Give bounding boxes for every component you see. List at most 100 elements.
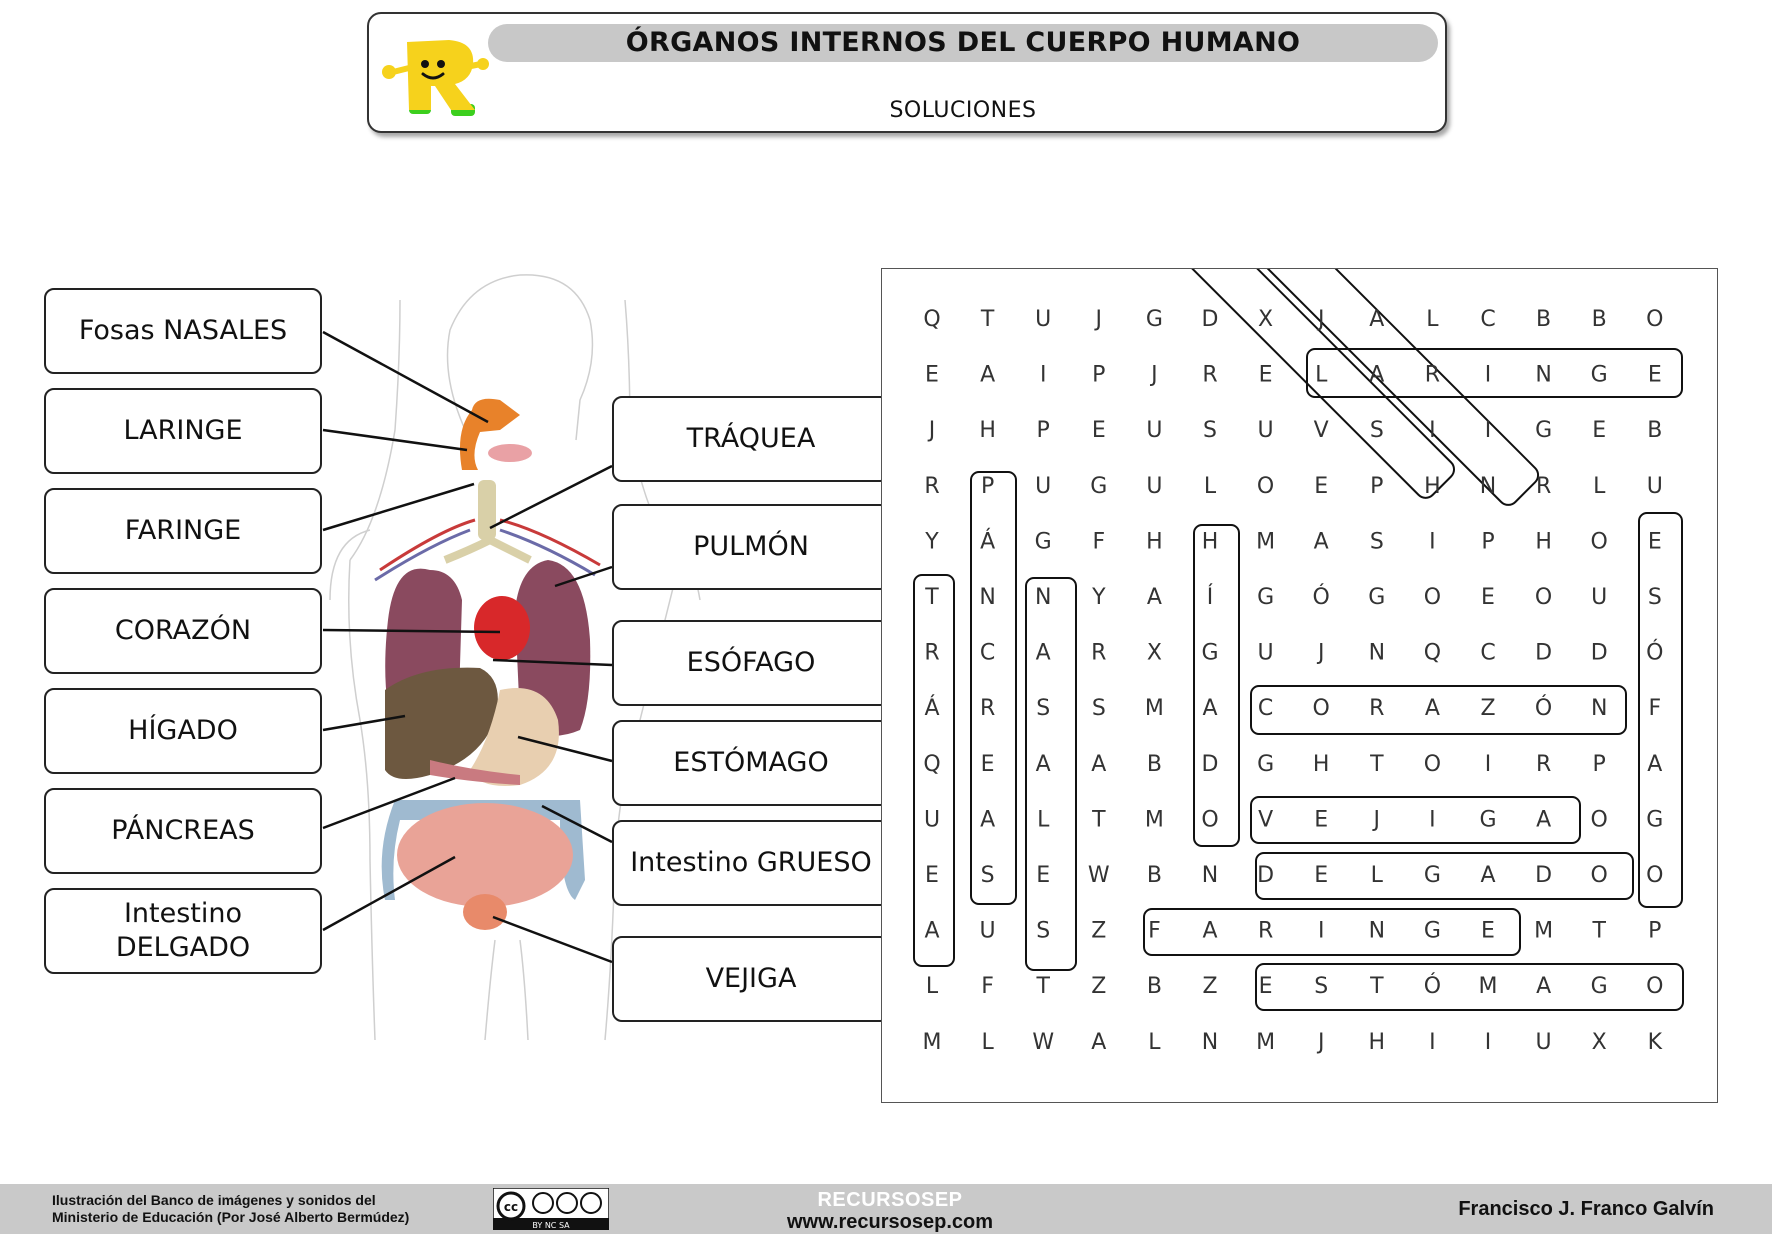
grid-letter: R: [1536, 474, 1551, 499]
grid-letter: G: [1424, 863, 1441, 888]
grid-letter: G: [1257, 585, 1274, 610]
grid-letter: P: [1037, 418, 1050, 443]
grid-letter: Í: [1207, 584, 1214, 610]
grid-letter: A: [1480, 863, 1495, 888]
grid-letter: Ó: [1535, 695, 1552, 721]
header-panel: ÓRGANOS INTERNOS DEL CUERPO HUMANO SOLUC…: [367, 12, 1447, 133]
grid-letter: M: [923, 1030, 942, 1055]
grid-letter: P: [1593, 752, 1606, 777]
grid-letter: O: [1424, 752, 1441, 777]
grid-letter: U: [1258, 641, 1274, 666]
label-text: PÁNCREAS: [111, 815, 255, 846]
grid-letter: T: [1591, 919, 1606, 944]
grid-letter: A: [1536, 807, 1551, 832]
grid-letter: L: [1315, 363, 1328, 388]
grid-letter: A: [1202, 696, 1217, 721]
grid-letter: L: [1204, 474, 1217, 499]
grid-letter: E: [1314, 863, 1328, 888]
grid-letter: A: [1314, 529, 1329, 554]
grid-letter: I: [1429, 529, 1436, 554]
grid-letter: Ó: [1313, 584, 1330, 610]
grid-letter: T: [1369, 752, 1384, 777]
label-esofago: ESÓFAGO: [612, 620, 890, 706]
grid-letter: Z: [1480, 696, 1495, 721]
grid-letter: M: [1479, 974, 1498, 999]
grid-letter: E: [1481, 585, 1495, 610]
grid-letter: D: [1535, 641, 1552, 666]
grid-letter: A: [924, 919, 939, 944]
grid-letter: S: [1648, 585, 1662, 610]
highlight-esofago-diag: [1117, 269, 1456, 499]
grid-letter: S: [1370, 418, 1384, 443]
grid-letter: P: [1481, 529, 1494, 554]
grid-letter: A: [1369, 307, 1384, 332]
grid-letter: D: [1535, 863, 1552, 888]
grid-letter: P: [1370, 474, 1383, 499]
grid-letter: E: [1481, 919, 1495, 944]
label-faringe: FARINGE: [44, 488, 322, 574]
grid-letter: O: [1257, 474, 1274, 499]
grid-letter: B: [1647, 418, 1662, 443]
grid-letter: C: [1258, 696, 1273, 721]
grid-letter: B: [1536, 307, 1551, 332]
grid-letter: O: [1591, 807, 1608, 832]
grid-letter: E: [1314, 474, 1328, 499]
brand-url[interactable]: www.recursosep.com: [787, 1211, 993, 1233]
label-text: TRÁQUEA: [686, 423, 816, 454]
grid-letter: E: [1259, 974, 1273, 999]
heart: [474, 596, 530, 660]
small-intestine: [397, 803, 573, 907]
grid-letter: Y: [1091, 585, 1106, 610]
label-text: Intestino GRUESO: [630, 847, 872, 878]
highlight-laringe: [1306, 348, 1683, 398]
grid-letter: N: [1591, 696, 1607, 721]
grid-letter: M: [1145, 696, 1164, 721]
grid-letter: I: [1429, 1030, 1436, 1055]
grid-letter: E: [1259, 363, 1273, 388]
grid-letter: I: [1429, 418, 1436, 443]
grid-letter: F: [1092, 529, 1105, 554]
highlight-pancreas: [970, 471, 1017, 905]
grid-letter: R: [980, 696, 995, 721]
label-text-line1: Intestino: [123, 898, 243, 929]
grid-letter: G: [1591, 974, 1608, 999]
grid-letter: H: [1313, 752, 1330, 777]
grid-letter: L: [1426, 307, 1439, 332]
grid-letter: E: [1648, 363, 1662, 388]
grid-letter: N: [1480, 474, 1496, 499]
page-subtitle: SOLUCIONES: [889, 98, 1037, 123]
creative-commons-license-icon: cc BY NC SA: [493, 1188, 609, 1230]
grid-letter: I: [1485, 752, 1492, 777]
grid-letter: R: [1369, 696, 1384, 721]
grid-letter: U: [1035, 474, 1051, 499]
grid-letter: S: [1036, 696, 1050, 721]
label-text: LARINGE: [123, 415, 243, 446]
grid-letter: S: [1370, 529, 1384, 554]
grid-letter: G: [1646, 807, 1663, 832]
grid-letter: I: [1485, 1030, 1492, 1055]
author-name: Francisco J. Franco Galvín: [1458, 1198, 1714, 1220]
label-laringe: LARINGE: [44, 388, 322, 474]
label-pulmon: PULMÓN: [612, 504, 890, 590]
label-text-line2: DELGADO: [115, 932, 251, 963]
grid-letter: P: [1648, 919, 1661, 944]
grid-letter: J: [1372, 807, 1381, 832]
grid-letter: D: [1257, 863, 1274, 888]
grid-letter: G: [1591, 363, 1608, 388]
grid-letter: S: [1314, 974, 1328, 999]
svg-text:cc: cc: [504, 1200, 518, 1214]
grid-letter: B: [1147, 974, 1162, 999]
grid-letter: F: [1648, 696, 1661, 721]
grid-letter: Z: [1091, 919, 1106, 944]
grid-letter: T: [1035, 974, 1050, 999]
highlight-traquea: [913, 574, 955, 967]
grid-letter: G: [1035, 529, 1052, 554]
grid-letter: X: [1147, 641, 1162, 666]
grid-letter: I: [1429, 807, 1436, 832]
grid-letter: C: [1480, 307, 1495, 332]
grid-letter: U: [1035, 307, 1051, 332]
grid-letter: G: [1479, 807, 1496, 832]
grid-letter: I: [1040, 363, 1047, 388]
grid-letter: A: [1536, 974, 1551, 999]
